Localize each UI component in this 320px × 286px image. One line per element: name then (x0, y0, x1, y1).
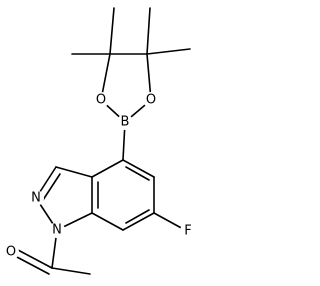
bond-c3a-c3 (55, 166, 93, 178)
acetyl-group-bonds (14, 229, 91, 275)
atom-label-nitrogen-n2: N (31, 191, 41, 206)
atom-label-fluorine: F (184, 224, 191, 239)
bond-methyl-3 (146, 7, 151, 55)
fluorine-label-bg (180, 223, 196, 239)
indazole-core-bonds (35, 121, 186, 231)
oxygen-carbonyl-label-bg (3, 244, 19, 260)
chemical-structure-diagram: B O O N N F O (3, 7, 196, 275)
atom-label-oxygen-right: O (146, 93, 156, 108)
oxygen-right-label-bg (143, 92, 159, 108)
bond-methyl-4 (146, 48, 191, 55)
atom-label-boron: B (121, 115, 130, 130)
bond-c3a-c4 (91, 159, 124, 178)
bond-c7-c7a (91, 212, 124, 231)
bond-carbonyl-double-b (14, 255, 50, 275)
atom-label-oxygen-left: O (96, 93, 106, 108)
bond-c6-c7-inner (125, 209, 150, 224)
bond-c4-c5-inner (125, 166, 150, 181)
bond-c6-c7 (122, 212, 155, 231)
bond-c3-n2-inner (42, 173, 61, 201)
nitrogen-n1-label-bg (49, 222, 65, 238)
bond-c4-c5 (122, 159, 155, 178)
boron-label-bg (117, 114, 133, 130)
bond-c6-f (153, 212, 186, 231)
atom-label-oxygen-carbonyl: O (6, 245, 16, 260)
oxygen-left-label-bg (93, 92, 109, 108)
bond-carbonyl-double-a (17, 249, 53, 269)
bond-methyl-1 (109, 7, 115, 55)
nitrogen-n2-label-bg (28, 190, 44, 206)
pinacol-ring-bonds (71, 7, 191, 123)
atom-label-nitrogen-n1: N (52, 223, 62, 238)
atom-labels: B O O N N F O (3, 92, 196, 260)
bond-carbonyl-methyl (51, 267, 91, 275)
